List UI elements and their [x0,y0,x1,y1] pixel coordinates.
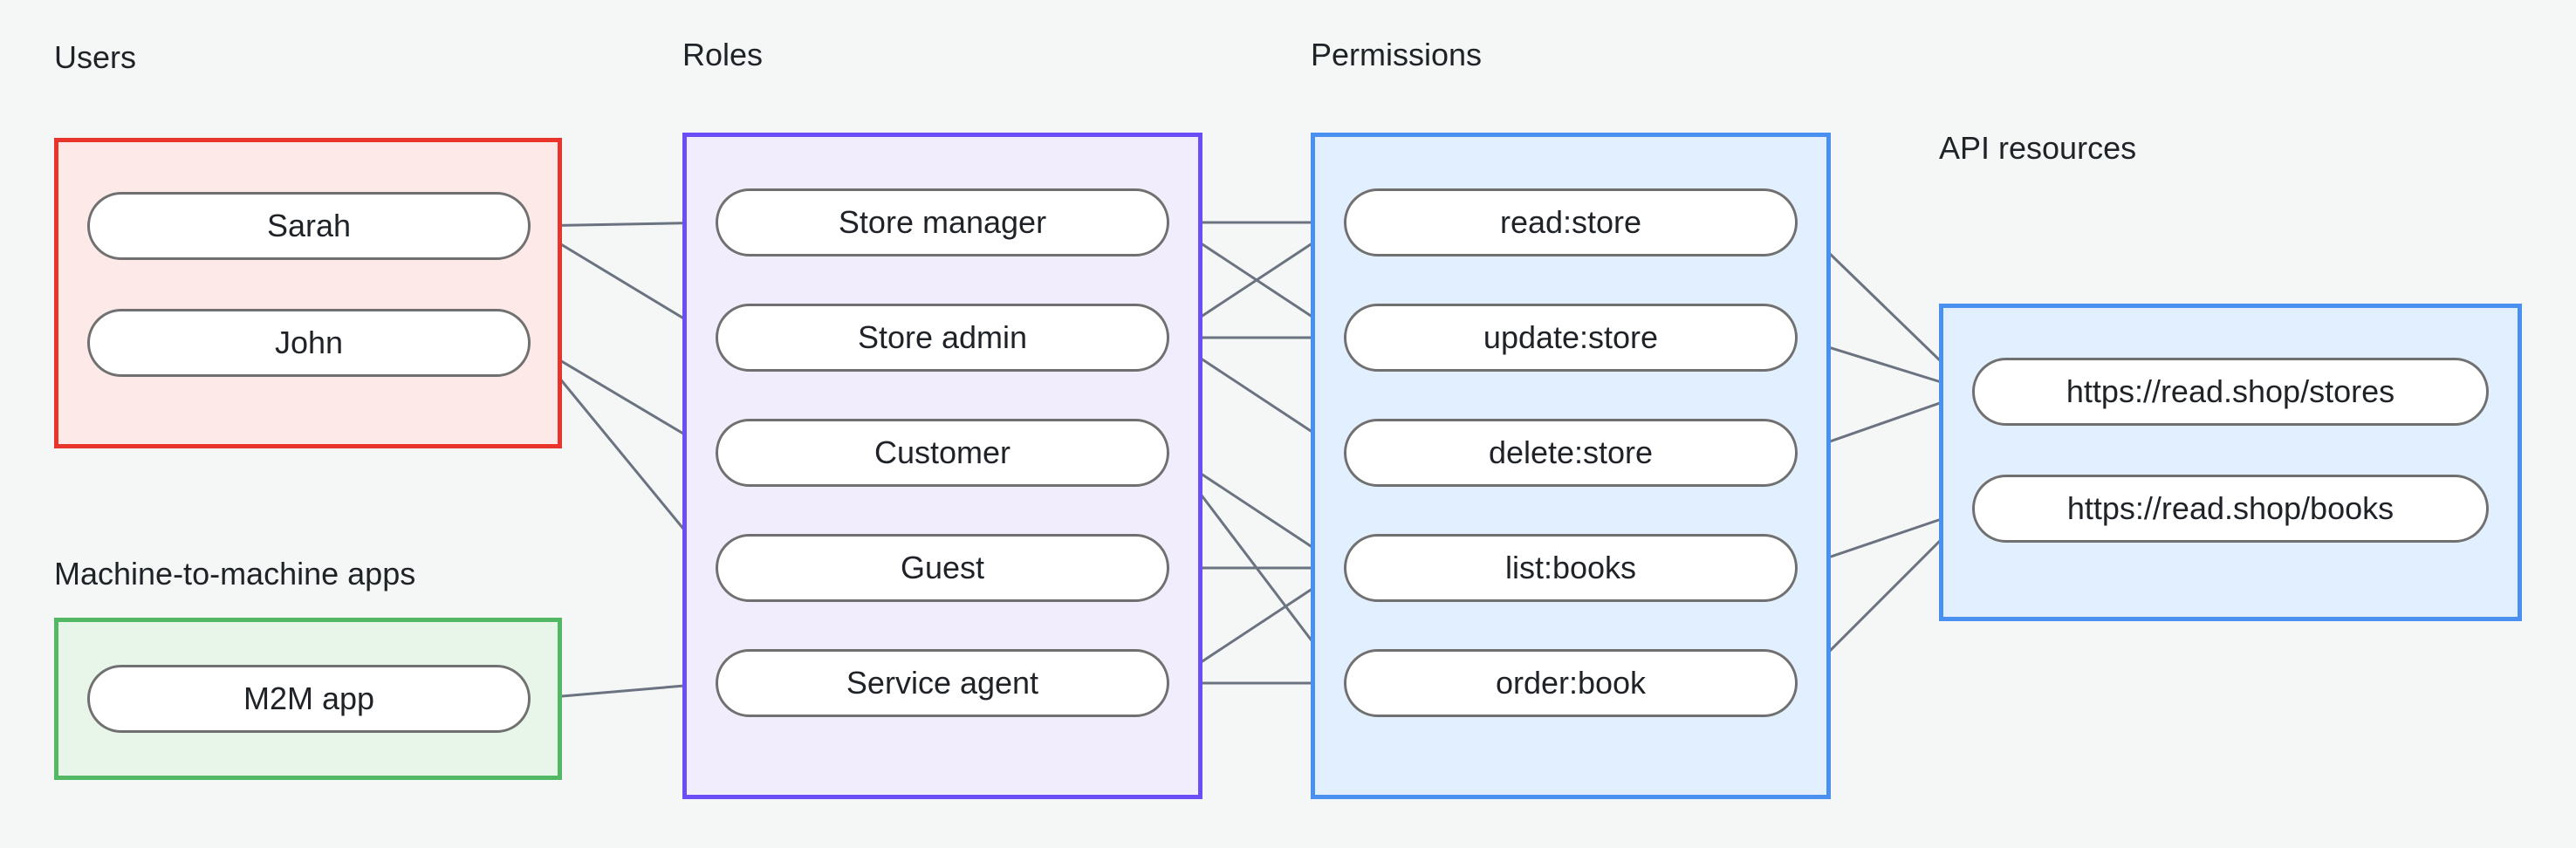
group-title-users: Users [54,39,137,75]
node-update-store[interactable]: update:store [1344,304,1798,372]
node-label: order:book [1495,665,1647,701]
group-title-permissions: Permissions [1311,37,1483,72]
group-box-api-resources [1939,304,2522,621]
node-label: Guest [900,550,985,585]
node-label: M2M app [243,680,375,716]
node-store-manager[interactable]: Store manager [716,188,1169,256]
node-label: Store manager [838,204,1047,240]
node-label: John [274,325,344,360]
node-res-books[interactable]: https://read.shop/books [1972,475,2489,543]
node-m2mapp[interactable]: M2M app [87,665,531,733]
node-label: list:books [1504,550,1637,585]
node-john[interactable]: John [87,309,531,377]
group-title-api-resources: API resources [1939,130,2137,166]
group-title-m2m: Machine-to-machine apps [54,556,416,592]
node-label: Store admin [857,319,1028,355]
node-list-books[interactable]: list:books [1344,534,1798,602]
node-store-admin[interactable]: Store admin [716,304,1169,372]
node-res-stores[interactable]: https://read.shop/stores [1972,358,2489,426]
group-title-roles: Roles [682,37,764,72]
node-label: update:store [1483,319,1659,355]
node-label: delete:store [1488,434,1654,470]
group-box-users [54,138,562,448]
node-sarah[interactable]: Sarah [87,192,531,260]
node-guest[interactable]: Guest [716,534,1169,602]
node-order-book[interactable]: order:book [1344,649,1798,717]
node-label: read:store [1499,204,1642,240]
node-label: Sarah [266,208,352,243]
node-label: https://read.shop/books [2066,490,2394,526]
node-label: https://read.shop/stores [2066,373,2395,409]
node-label: Service agent [846,665,1039,701]
node-customer[interactable]: Customer [716,419,1169,487]
node-delete-store[interactable]: delete:store [1344,419,1798,487]
node-label: Customer [874,434,1011,470]
node-service-agent[interactable]: Service agent [716,649,1169,717]
node-read-store[interactable]: read:store [1344,188,1798,256]
